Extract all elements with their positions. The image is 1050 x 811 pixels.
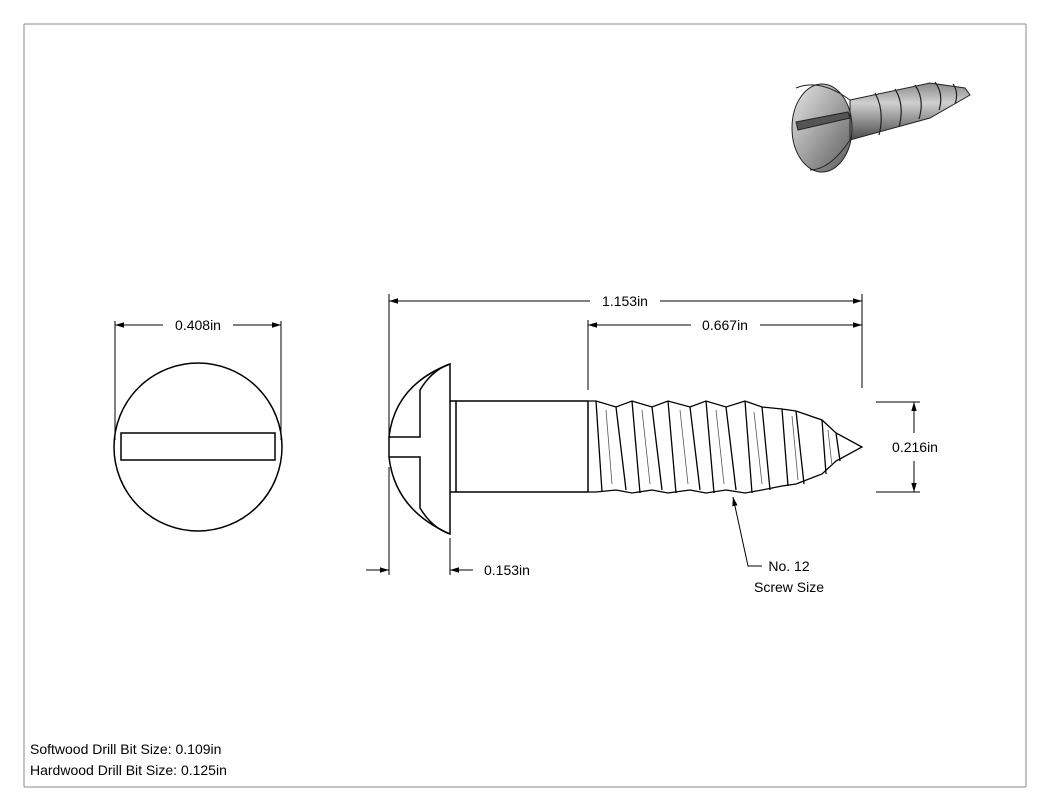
shank-diameter-dimension xyxy=(876,401,920,493)
overall-length-dimension xyxy=(388,294,863,437)
head-height-label: 0.153in xyxy=(484,562,530,578)
thread-length-dimension xyxy=(587,320,862,390)
hardwood-drill-note: Hardwood Drill Bit Size: 0.125in xyxy=(30,762,227,778)
softwood-drill-note: Softwood Drill Bit Size: 0.109in xyxy=(30,741,222,757)
thread-length-label: 0.667in xyxy=(702,317,748,333)
screw-size-leader xyxy=(732,496,762,567)
screw-size-callout-line1: No. 12 xyxy=(768,558,809,574)
head-front-view xyxy=(113,321,283,532)
thread-profile xyxy=(588,400,864,494)
head-height-dimension xyxy=(366,467,473,575)
head-diameter-label: 0.408in xyxy=(175,317,221,333)
thread-shading xyxy=(605,409,833,485)
screw-side-view xyxy=(388,362,589,536)
screw-size-callout-line2: Screw Size xyxy=(754,579,824,595)
isometric-screw-view xyxy=(791,81,971,173)
overall-length-label: 1.153in xyxy=(602,293,648,309)
shank-diameter-label: 0.216in xyxy=(892,439,938,455)
drawing-frame xyxy=(23,23,1027,788)
